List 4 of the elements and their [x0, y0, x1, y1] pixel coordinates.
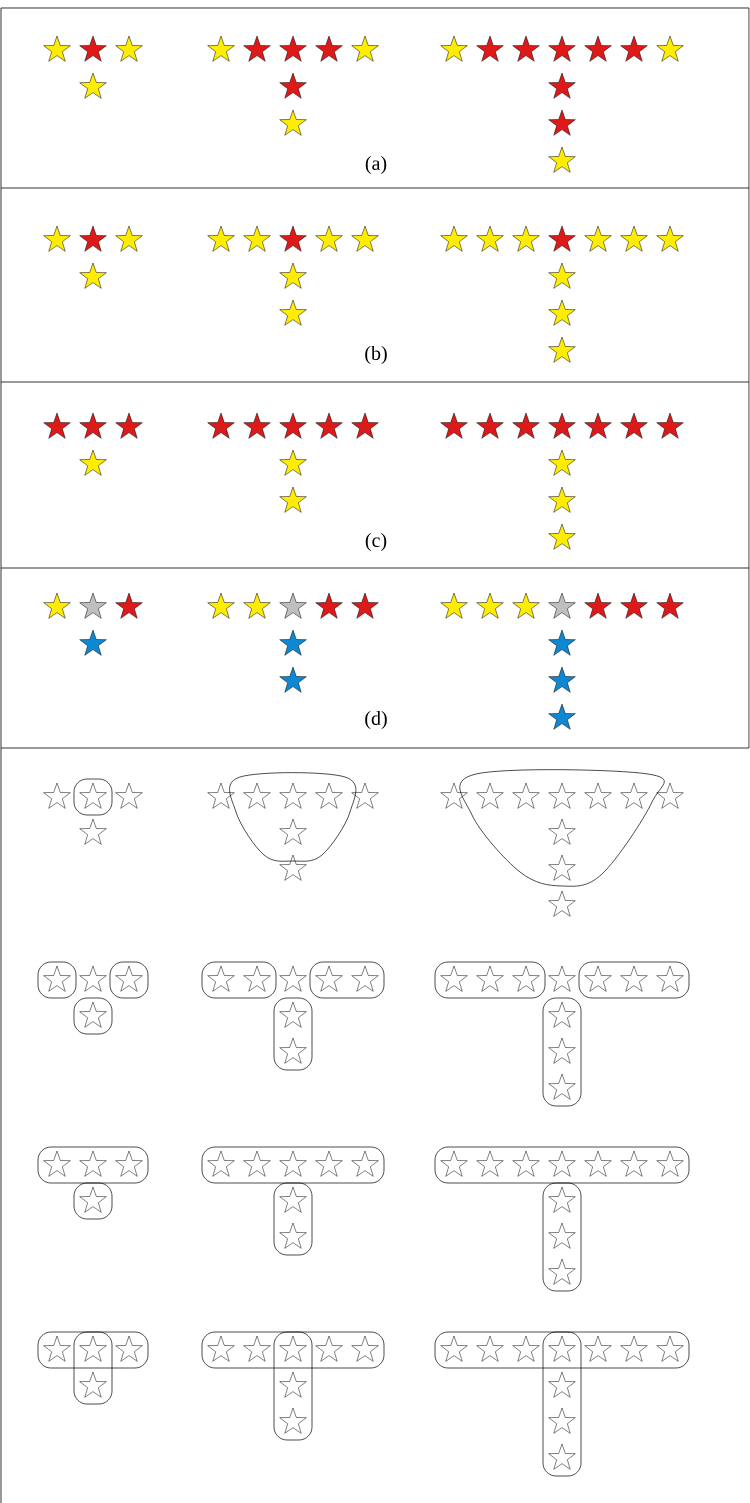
panel-label: (c) [365, 532, 387, 552]
panel-label: (d) [365, 710, 387, 730]
panel-label: (a) [365, 155, 387, 175]
panel-label: (b) [365, 345, 387, 365]
